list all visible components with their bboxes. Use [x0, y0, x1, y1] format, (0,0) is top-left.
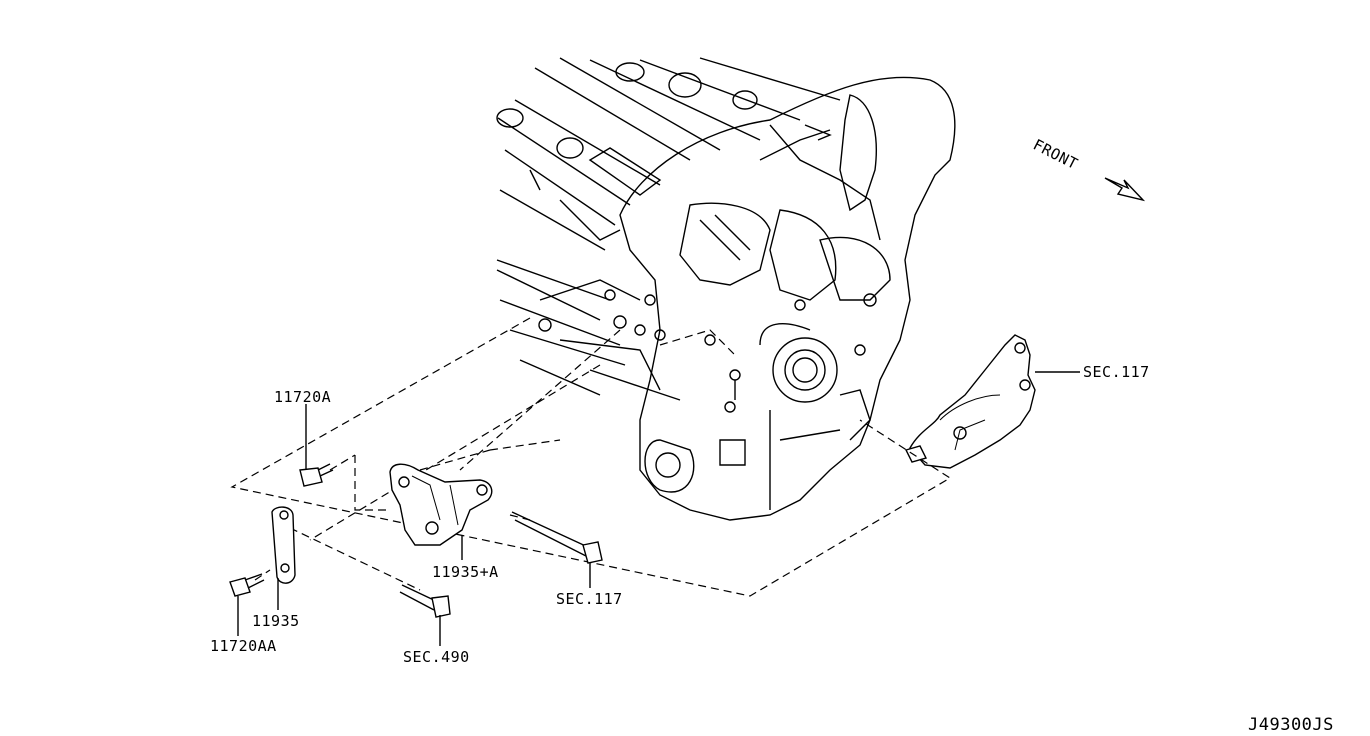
- sec117-cover-part: [904, 334, 1036, 469]
- leader-lines: [237, 371, 1080, 646]
- assembly-dashed-lines: [230, 317, 952, 597]
- callout-11720a: 11720A: [274, 388, 331, 406]
- bolt-11720aa: [229, 573, 265, 597]
- callout-11935a: 11935+A: [432, 563, 499, 581]
- callout-sec117-cover: SEC.117: [1083, 363, 1150, 381]
- front-direction-indicator: FRONT: [1030, 136, 1146, 202]
- bracket-11935a: [389, 463, 493, 546]
- callout-sec117-bolt: SEC.117: [556, 590, 623, 608]
- engine-illustration: [496, 57, 956, 521]
- front-label: FRONT: [1030, 136, 1081, 174]
- drawing-code: J49300JS: [1248, 715, 1334, 735]
- callout-sec490: SEC.490: [403, 648, 470, 666]
- bolt-sec117-long: [511, 511, 603, 564]
- callout-11720aa: 11720AA: [210, 637, 277, 655]
- bolt-sec490: [399, 584, 451, 618]
- stay-11935: [271, 506, 296, 584]
- front-arrow-icon: [1104, 177, 1146, 202]
- callout-11935: 11935: [252, 612, 300, 630]
- bolt-11720a: [299, 463, 334, 487]
- callout-labels: 11720A 11935+A SEC.117 11935 11720AA SEC…: [210, 363, 1150, 666]
